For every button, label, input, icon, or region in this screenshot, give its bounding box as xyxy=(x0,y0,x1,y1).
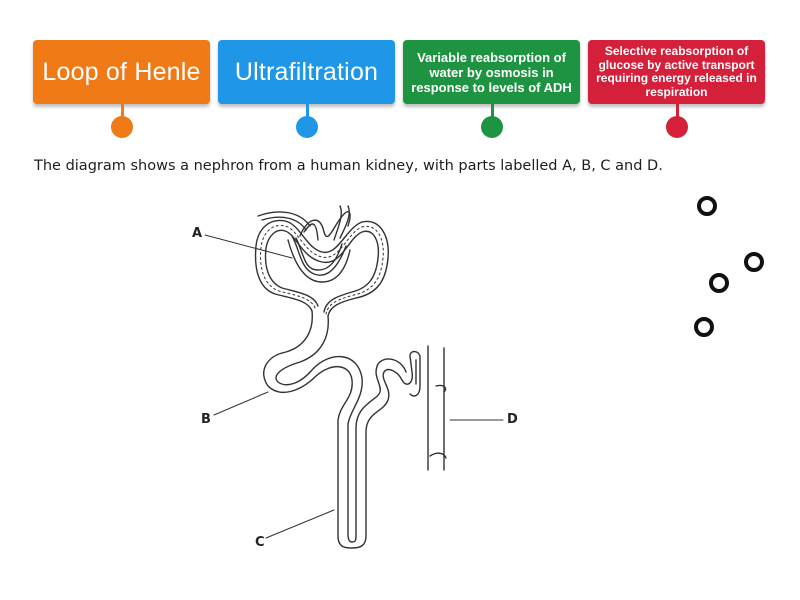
tile-selective-reabsorption[interactable]: Selective reabsorption of glucose by act… xyxy=(588,40,765,104)
tile-pin-stem xyxy=(676,104,679,118)
label-d: D xyxy=(507,412,518,427)
afferent-vessels xyxy=(257,205,350,241)
tile-label: Variable reabsorption of water by osmosi… xyxy=(411,49,572,95)
label-a: A xyxy=(192,226,202,241)
question-text: The diagram shows a nephron from a human… xyxy=(34,158,663,174)
tile-pin-stem xyxy=(491,104,494,118)
tile-pin-handle[interactable] xyxy=(111,116,133,138)
drop-target[interactable] xyxy=(709,273,729,293)
tile-label: Selective reabsorption of glucose by act… xyxy=(596,44,757,99)
tile-pin-stem xyxy=(121,104,124,118)
bowmans-capsule-inner xyxy=(264,229,380,313)
capsule-cells xyxy=(260,224,384,315)
tile-label: Loop of Henle xyxy=(42,57,201,86)
drop-target[interactable] xyxy=(697,196,717,216)
nephron-tubule-inner xyxy=(275,315,417,543)
tile-loop-of-henle[interactable]: Loop of Henle xyxy=(33,40,210,104)
tile-pin-handle[interactable] xyxy=(481,116,503,138)
glomerulus xyxy=(287,210,351,283)
tile-variable-reabsorption[interactable]: Variable reabsorption of water by osmosi… xyxy=(403,40,580,104)
label-line-b xyxy=(213,391,269,416)
bowmans-capsule-outer xyxy=(254,219,389,317)
tile-ultrafiltration[interactable]: Ultrafiltration xyxy=(218,40,395,104)
tile-pin-stem xyxy=(306,104,309,118)
tile-pin-handle[interactable] xyxy=(666,116,688,138)
label-b: B xyxy=(201,412,211,427)
label-line-a xyxy=(204,234,293,259)
collecting-duct xyxy=(427,345,447,471)
tile-label: Ultrafiltration xyxy=(234,57,379,86)
tile-pin-handle[interactable] xyxy=(296,116,318,138)
drop-target[interactable] xyxy=(744,252,764,272)
nephron-tubule xyxy=(263,310,421,549)
label-c: C xyxy=(255,535,265,550)
drop-target[interactable] xyxy=(694,317,714,337)
label-line-c xyxy=(265,509,335,539)
